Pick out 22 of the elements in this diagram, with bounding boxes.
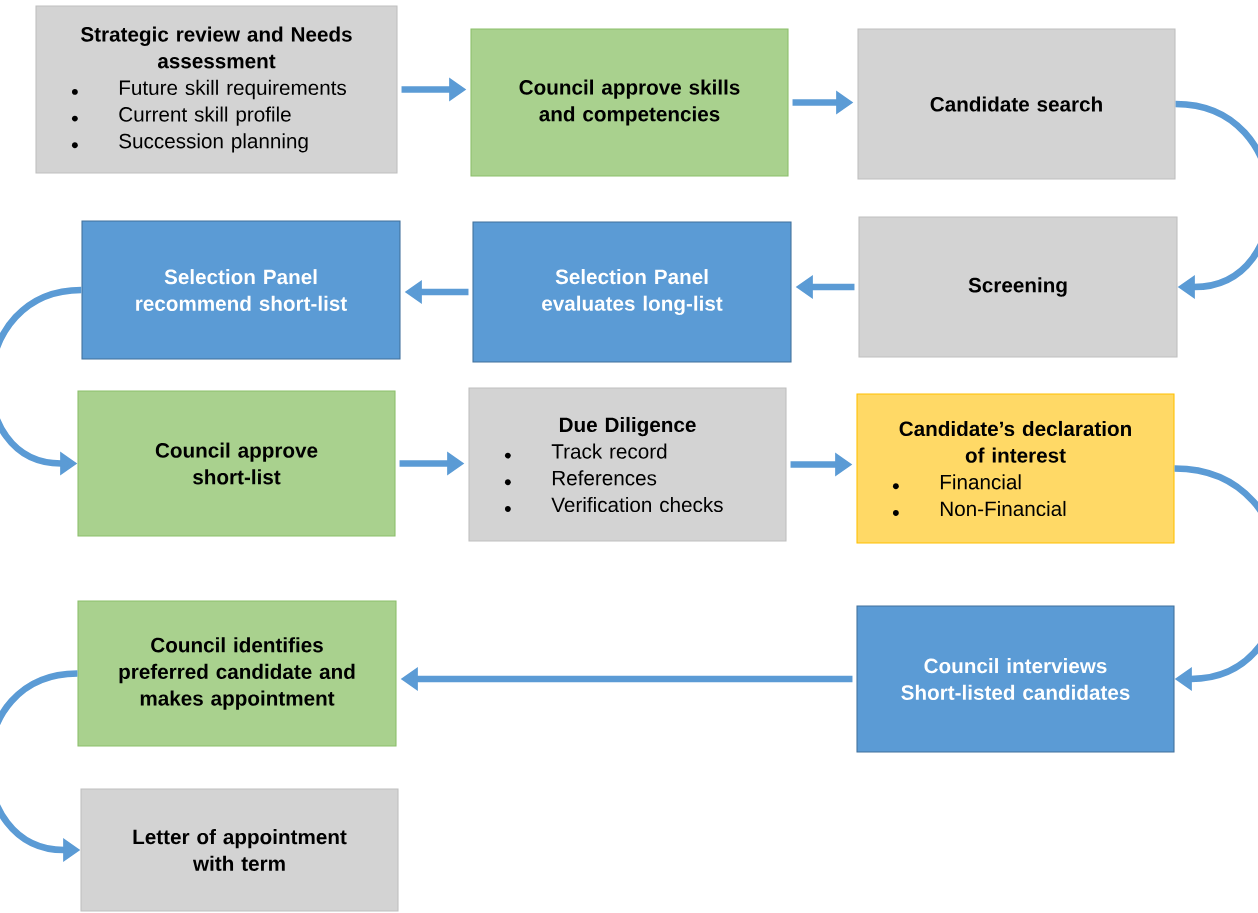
process-box: Letter of appointment with term: [80, 788, 399, 912]
process-box: Due Diligence Track record References Verification checks: [468, 387, 787, 542]
process-box: Council approve skills and competencies: [470, 28, 789, 177]
list-item: Future skill requirements: [119, 79, 346, 100]
process-box: Selection Panel evaluates long-list: [472, 221, 792, 363]
process-box: Council interviews Short-listed candidates: [856, 605, 1175, 753]
process-box: Screening: [858, 216, 1178, 358]
curved-arrow: [1174, 465, 1258, 691]
process-box: Candidate search: [857, 28, 1176, 180]
list-item: Verification checks: [551, 496, 723, 513]
list-item: Succession planning: [119, 133, 308, 153]
process-box: Council approve short-list: [77, 390, 396, 537]
list-item: Track record: [551, 443, 667, 459]
list-item: Current skill profile: [119, 106, 291, 126]
process-box: Candidate’s declaration of interest Financial Non-Financial: [856, 393, 1175, 544]
curved-arrow: [1175, 100, 1258, 299]
process-box: Council identifies preferred candidate and makes appointment: [77, 600, 397, 747]
list-item: Non-Financial: [940, 500, 1066, 517]
list-item: Financial: [940, 474, 1021, 490]
list-item: References: [552, 470, 657, 486]
process-box: Strategic review and Needs assessment Future skill requirements Current skill profile Succession planning: [35, 5, 398, 174]
process-box: Selection Panel recommend short-list: [81, 220, 401, 360]
